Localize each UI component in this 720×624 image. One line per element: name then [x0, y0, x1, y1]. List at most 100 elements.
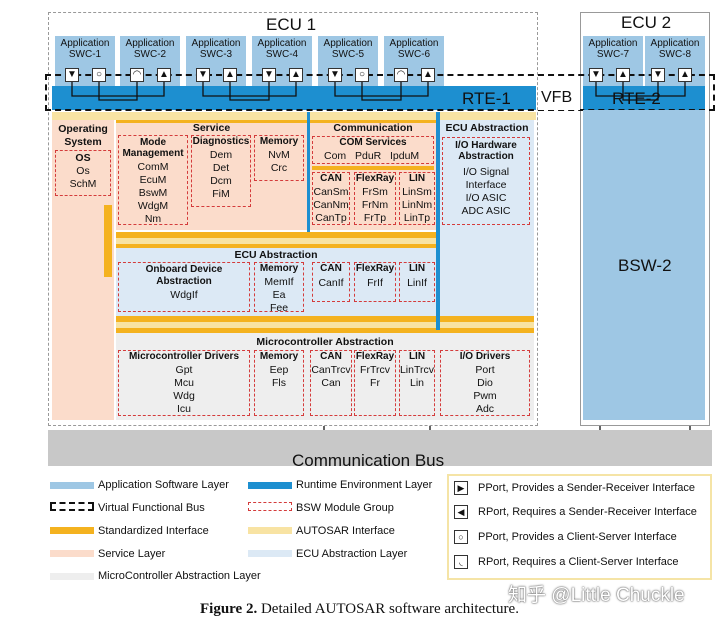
io-hw-item-2: ADC ASIC — [461, 205, 511, 217]
ecu-abs-lin-item: LinIf — [407, 277, 427, 289]
os-std-interface — [104, 205, 112, 277]
swc-4-label: Application SWC-4 — [257, 38, 307, 60]
ecu-abs-flexray-group — [354, 262, 396, 302]
service-mem-item-1: Crc — [270, 162, 288, 174]
swc-7-port-right[interactable]: ▲ — [616, 68, 630, 82]
mcal-memory-group — [254, 350, 304, 416]
onboard-dev-item: WdgIf — [170, 289, 198, 301]
swc-1-port-right[interactable]: ○ — [92, 68, 106, 82]
mc-drivers-title: Microcontroller Drivers — [128, 351, 240, 362]
legend-rte-text: Runtime Environment Layer — [296, 479, 433, 491]
swc-2[interactable]: Application SWC-2 — [120, 36, 180, 66]
service-memory-title: Memory — [259, 136, 299, 147]
swc-4-port-left[interactable]: ▼ — [262, 68, 276, 82]
swc-3-port-right[interactable]: ▲ — [223, 68, 237, 82]
io-hw-item-1: I/O ASIC — [465, 192, 507, 204]
figure-caption-label: Figure 2. — [200, 601, 258, 617]
swc-2-port-left[interactable]: ◠ — [130, 68, 144, 82]
swc-8[interactable]: Application SWC-8 — [645, 36, 705, 66]
diag-item-1: Det — [212, 162, 230, 174]
mode-mgmt-title-text: Mode Management — [122, 137, 184, 159]
vfb-label-bg — [538, 86, 580, 110]
swc-6[interactable]: Application SWC-6 — [384, 36, 444, 66]
autosar-interface-mcal — [116, 322, 534, 328]
mc-driver-item-1: Mcu — [174, 377, 194, 389]
ecu-abs-can-title: CAN — [320, 263, 342, 274]
ecu2-title: ECU 2 — [621, 13, 672, 32]
diagnostics-group — [191, 135, 251, 207]
comm-can-item-1: CanNm — [313, 199, 349, 211]
ecu-abs-can-group — [312, 262, 350, 302]
legend-ecu-abs-text: ECU Abstraction Layer — [296, 548, 408, 560]
swc-3-port-left[interactable]: ▼ — [196, 68, 210, 82]
io-hw-abs-title: I/O Hardware Abstraction — [442, 140, 530, 162]
swc-2-port-right[interactable]: ▲ — [157, 68, 171, 82]
comm-lin-group — [399, 172, 435, 225]
mcal-area — [116, 333, 534, 420]
legend-autosar-text: AUTOSAR Interface — [296, 525, 395, 537]
mcal-fr-item-0: FrTrcv — [360, 364, 390, 376]
rte-2-label: RTE-2 — [612, 89, 661, 108]
io-hw-abs-group — [442, 137, 530, 225]
rte-1-label: RTE-1 — [462, 89, 511, 108]
swc-7[interactable]: Application SWC-7 — [583, 36, 643, 66]
mode-mgmt-title: Mode Management — [118, 137, 188, 159]
os-item-0: Os — [76, 165, 90, 177]
os-label: OS — [75, 152, 91, 164]
mcal-lin-group — [399, 350, 435, 416]
comm-lin-item-0: LinSm — [402, 186, 432, 198]
comm-lin-item-1: LinNm — [401, 199, 433, 211]
os-title-text: Operating System — [58, 123, 108, 148]
mode-item-2: BswM — [138, 187, 168, 199]
swc-5-port-right[interactable]: ○ — [355, 68, 369, 82]
swc-6-port-left[interactable]: ◠ — [394, 68, 408, 82]
bsw-2-block — [583, 110, 705, 420]
mc-drivers-group — [118, 350, 250, 416]
swc-1[interactable]: Application SWC-1 — [55, 36, 115, 66]
ecu-abs-fr-item: FrIf — [367, 277, 383, 289]
ecu-abstraction-area — [116, 248, 436, 316]
swc-8-port-left[interactable]: ▼ — [651, 68, 665, 82]
mcal-flexray-title: FlexRay — [355, 351, 395, 362]
swc-7-port-left[interactable]: ▼ — [589, 68, 603, 82]
swc-3[interactable]: Application SWC-3 — [186, 36, 246, 66]
comm-can-item-2: CanTp — [315, 212, 347, 224]
legend-mcal-swatch — [50, 573, 94, 580]
watermark: 知乎 @Little Chuckle — [508, 585, 685, 606]
mcal-fr-item-1: Fr — [370, 377, 380, 389]
ecu-abs-mem-item-1: Ea — [272, 289, 286, 301]
bsw-2-label: BSW-2 — [618, 256, 672, 275]
service-title: Service — [192, 122, 231, 134]
swc-5-port-left[interactable]: ▼ — [328, 68, 342, 82]
onboard-dev-title: Onboard Device Abstraction — [122, 264, 246, 288]
mc-driver-item-2: Wdg — [173, 390, 195, 402]
com-services-std-if — [312, 166, 434, 170]
io-drivers-group — [440, 350, 530, 416]
swc-6-port-right[interactable]: ▲ — [421, 68, 435, 82]
std-interface-mcal — [116, 316, 534, 322]
rte-down-line-1 — [307, 112, 310, 232]
communication-area — [310, 120, 436, 230]
swc-1-port-left[interactable]: ▼ — [65, 68, 79, 82]
diagnostics-title: Diagnostics — [192, 136, 250, 147]
diag-item-3: FiM — [212, 188, 230, 200]
swc-4[interactable]: Application SWC-4 — [252, 36, 312, 66]
vfb-label: VFB — [541, 89, 573, 106]
swc-8-port-right[interactable]: ▲ — [678, 68, 692, 82]
mcal-flexray-group — [354, 350, 396, 416]
swc-4-port-right[interactable]: ▲ — [289, 68, 303, 82]
swc-connectors — [71, 82, 686, 101]
comm-flexray-title: FlexRay — [355, 173, 395, 184]
service-mem-item-0: NvM — [268, 149, 290, 161]
comm-can-item-0: CanSm — [313, 186, 349, 198]
swc-5-label: Application SWC-5 — [323, 38, 373, 60]
legend-autosar-swatch — [248, 527, 292, 534]
legend-app-swatch — [50, 482, 94, 489]
com-service-item-0: Com — [324, 150, 347, 162]
io-driver-item-3: Adc — [475, 403, 495, 415]
swc-5[interactable]: Application SWC-5 — [318, 36, 378, 66]
mcal-lin-title: LIN — [408, 351, 426, 362]
legend-pport-sr-text: PPort, Provides a Sender-Receiver Interf… — [478, 482, 696, 494]
io-drivers-title: I/O Drivers — [459, 351, 511, 362]
io-hw-item-0: I/O Signal Interface — [442, 166, 530, 192]
